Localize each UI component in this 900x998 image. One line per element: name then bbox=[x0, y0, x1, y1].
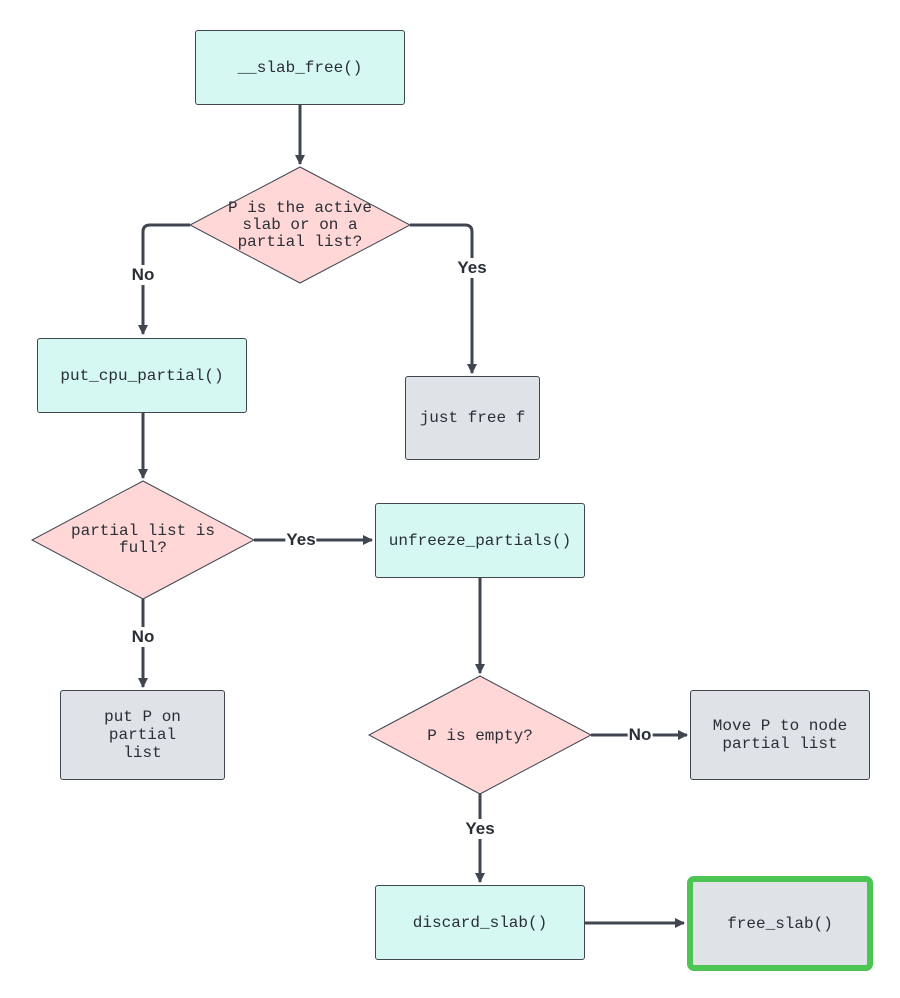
edge-label-empty-no: No bbox=[627, 725, 653, 745]
node-discard-slab-label: discard_slab() bbox=[412, 913, 548, 932]
node-move-p-to-node-label: Move P to node partial list bbox=[712, 717, 848, 753]
node-put-cpu-partial-label: put_cpu_partial() bbox=[60, 366, 224, 385]
node-free-slab: free_slab() bbox=[687, 876, 873, 971]
edge-label-active-no: No bbox=[130, 265, 156, 285]
node-unfreeze-partials-label: unfreeze_partials() bbox=[388, 531, 572, 550]
node-put-p-on-partial-label: put P on partial list bbox=[104, 708, 181, 762]
node-discard-slab: discard_slab() bbox=[375, 885, 585, 960]
node-free-slab-label: free_slab() bbox=[727, 914, 833, 933]
decision-active-slab-shape bbox=[188, 166, 412, 284]
edge-label-empty-yes: Yes bbox=[464, 819, 496, 839]
decision-p-empty-label: P is empty? bbox=[427, 726, 533, 745]
node-just-free-label: just free f bbox=[419, 409, 526, 427]
edge-label-full-yes: Yes bbox=[285, 530, 317, 550]
edge-active-yes bbox=[410, 223, 477, 374]
node-put-cpu-partial: put_cpu_partial() bbox=[37, 338, 247, 413]
node-slab-free: __slab_free() bbox=[195, 30, 405, 105]
decision-active-slab-label: P is the active slab or on a partial lis… bbox=[227, 198, 373, 251]
edge-label-active-yes: Yes bbox=[456, 258, 488, 278]
node-slab-free-label: __slab_free() bbox=[237, 58, 363, 77]
edge-active-no bbox=[138, 223, 190, 335]
decision-partial-full-label: partial list is full? bbox=[70, 522, 216, 557]
edge-label-full-no: No bbox=[130, 627, 156, 647]
node-just-free: just free f bbox=[405, 376, 540, 460]
node-put-p-on-partial: put P on partial list bbox=[60, 690, 225, 780]
node-move-p-to-node: Move P to node partial list bbox=[690, 690, 870, 780]
node-unfreeze-partials: unfreeze_partials() bbox=[375, 503, 585, 578]
